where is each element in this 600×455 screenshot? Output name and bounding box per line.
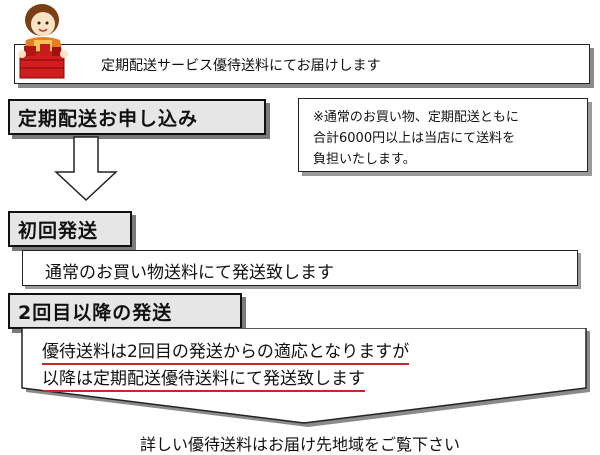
apply-heading: 定期配送お申し込み — [8, 99, 266, 135]
second-shipment-box: 優待送料は2回目の発送からの適応となりますが 以降は定期配送優待送料にて発送致し… — [0, 327, 600, 430]
second-shipment-heading: 2回目以降の発送 — [8, 293, 242, 329]
second-shipment-heading-text: 2回目以降の発送 — [18, 301, 173, 324]
shop-staff-illustration — [12, 2, 78, 84]
banner-text: 定期配送サービス優待送料にてお届けします — [101, 58, 381, 74]
first-shipment-box: 通常のお買い物送料にて発送致します — [22, 250, 578, 286]
second-shipment-line-1: 優待送料は2回目の発送からの適応となりますが — [42, 337, 410, 365]
second-shipment-line-2: 以降は定期配送優待送料にて発送致します — [42, 364, 365, 392]
down-arrow-icon — [54, 136, 118, 202]
note-line-3: 負担いたします。 — [313, 152, 416, 167]
shipping-note: ※通常のお買い物、定期配送ともに 合計6000円以上は当店にて送料を 負担いたし… — [298, 98, 588, 172]
note-line-1: ※通常のお買い物、定期配送ともに — [313, 110, 519, 125]
apply-heading-text: 定期配送お申し込み — [18, 107, 199, 130]
banner: 定期配送サービス優待送料にてお届けします — [14, 44, 590, 84]
first-shipment-heading: 初回発送 — [8, 211, 132, 247]
note-line-2: 合計6000円以上は当店にて送料を — [313, 131, 516, 146]
first-shipment-heading-text: 初回発送 — [18, 219, 99, 242]
footer-text: 詳しい優待送料はお届け先地域をご覧下さい — [139, 435, 460, 454]
first-shipment-desc: 通常のお買い物送料にて発送致します — [45, 263, 334, 283]
